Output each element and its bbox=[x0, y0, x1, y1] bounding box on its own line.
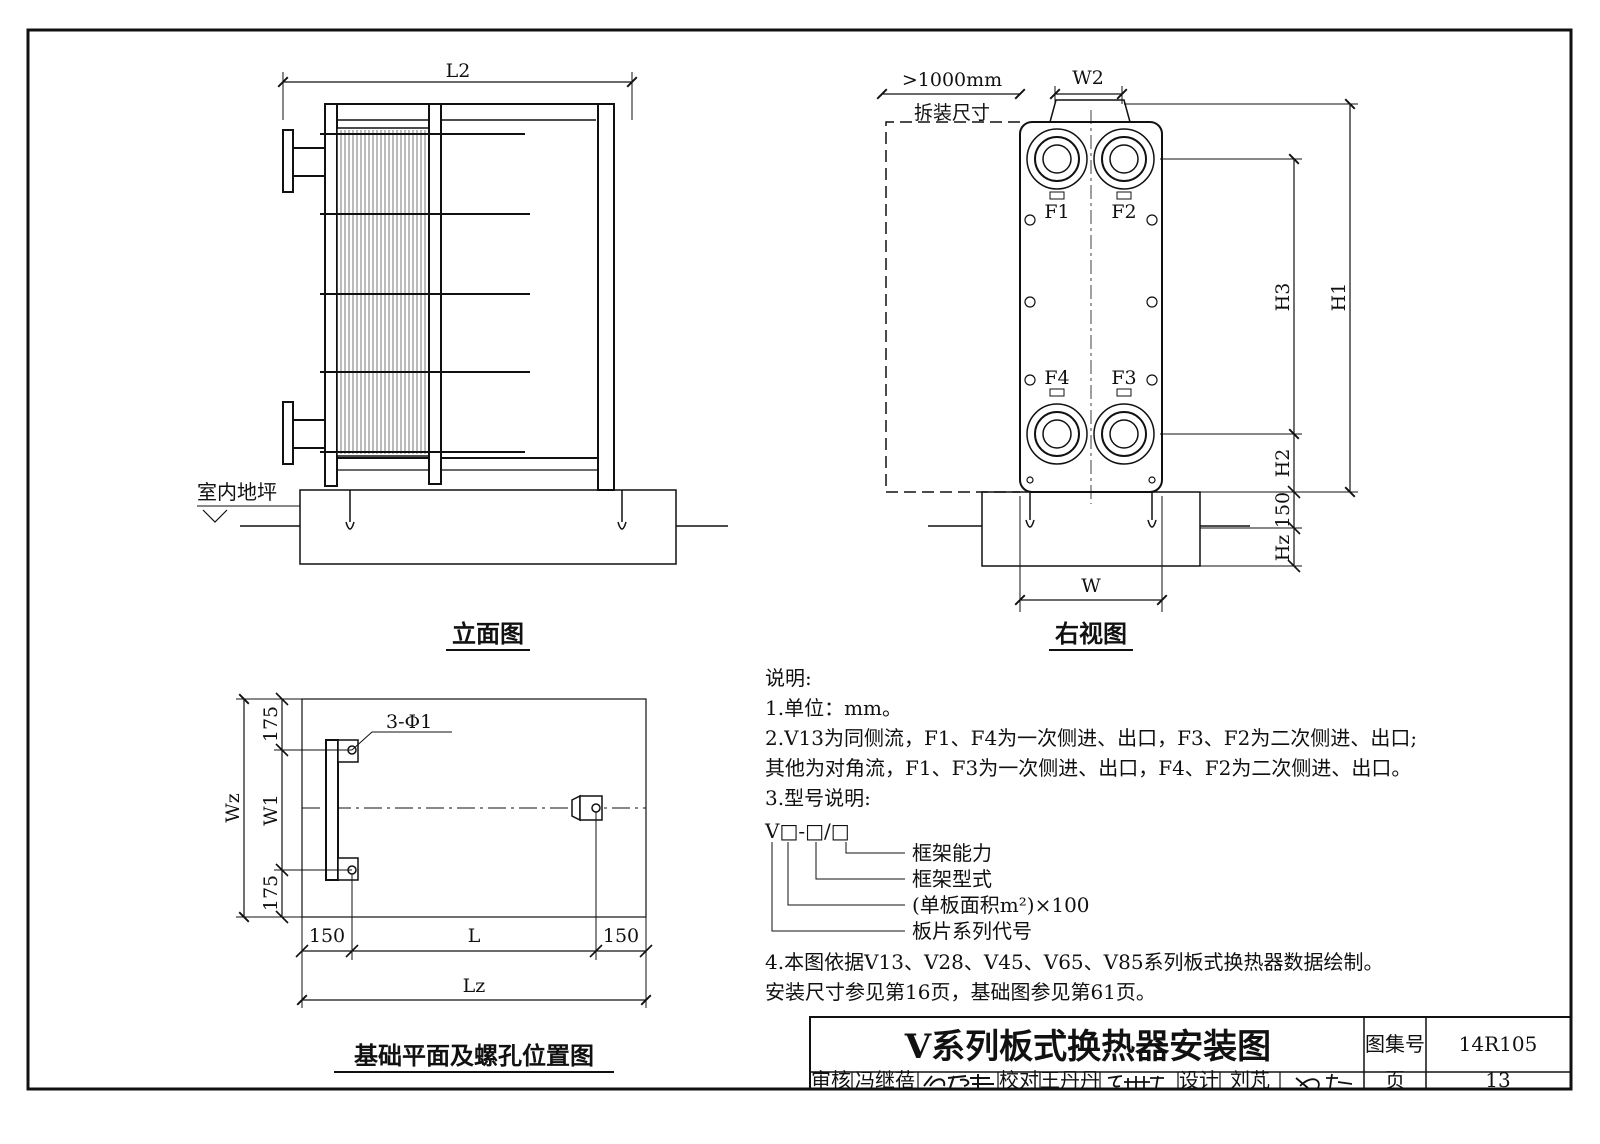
title-block: V系列板式换热器安装图 图集号 14R105 审核 冯继蓓 校对 王丹丹 设计 … bbox=[809, 1016, 1572, 1092]
port-F4 bbox=[1026, 403, 1088, 465]
port-F3 bbox=[1093, 403, 1155, 465]
dim-150-left: 150 bbox=[309, 925, 345, 947]
dim-175-bottom: 175 bbox=[260, 875, 282, 911]
legend-frame-type: 框架型式 bbox=[912, 867, 992, 891]
side-view-caption: 右视图 bbox=[1055, 619, 1127, 648]
elevation-caption: 立面图 bbox=[452, 619, 524, 648]
port-label-F4: F4 bbox=[1044, 367, 1069, 389]
check-label: 校对 bbox=[999, 1068, 1039, 1092]
dim-clearance: >1000mm bbox=[902, 69, 1002, 91]
note-line-1: 1.单位：mm。 bbox=[765, 696, 902, 720]
dim-L: L bbox=[468, 925, 481, 947]
design-label: 设计 bbox=[1179, 1068, 1219, 1092]
note-line-3: 其他为对角流，F1、F3为一次侧进、出口，F4、F2为二次侧进、出口。 bbox=[765, 756, 1411, 780]
hole-label: 3-Φ1 bbox=[386, 711, 432, 733]
atlas-number: 14R105 bbox=[1459, 1032, 1538, 1056]
elevation-view: L2 bbox=[197, 60, 728, 651]
model-code: V□-□/□ bbox=[764, 819, 850, 843]
nozzle-top bbox=[282, 129, 326, 193]
port-F2 bbox=[1093, 128, 1155, 190]
reviewer-signature bbox=[923, 1074, 994, 1089]
port-label-F3: F3 bbox=[1111, 367, 1136, 389]
legend-plate-series: 板片系列代号 bbox=[912, 919, 1032, 943]
dim-H1: H1 bbox=[1328, 283, 1350, 312]
note-line-5: 4.本图依据V13、V28、V45、V65、V85系列板式换热器数据绘制。 bbox=[765, 950, 1384, 974]
dim-W2: W2 bbox=[1072, 67, 1104, 89]
side-view: >1000mm 拆装尺寸 W2 F1 F2 F4 bbox=[876, 67, 1358, 651]
dim-H3: H3 bbox=[1272, 283, 1294, 312]
notes: 说明: 1.单位：mm。 2.V13为同侧流，F1、F4为一次侧进、出口，F3、… bbox=[764, 666, 1417, 1004]
port-F1 bbox=[1026, 128, 1088, 190]
dim-Lz: Lz bbox=[463, 975, 486, 997]
support-column bbox=[597, 103, 615, 491]
dim-L2: L2 bbox=[446, 60, 471, 82]
foot-plate bbox=[325, 739, 339, 881]
dim-disassembly: 拆装尺寸 bbox=[914, 102, 990, 124]
legend-plate-area: (单板面积m²)×100 bbox=[912, 893, 1090, 917]
dim-150-right: 150 bbox=[603, 925, 639, 947]
elevation-foundation bbox=[299, 489, 677, 565]
note-line-4: 3.型号说明: bbox=[765, 786, 871, 810]
reviewer-name: 冯继蓓 bbox=[855, 1068, 915, 1092]
checker-signature bbox=[1107, 1075, 1164, 1089]
page-number: 13 bbox=[1485, 1068, 1510, 1092]
dim-175-top: 175 bbox=[260, 706, 282, 742]
dim-W1: W1 bbox=[260, 794, 282, 826]
note-line-6: 安装尺寸参见第16页，基础图参见第61页。 bbox=[765, 980, 1156, 1004]
designer-name: 刘芃 bbox=[1230, 1068, 1270, 1092]
port-label-F2: F2 bbox=[1111, 201, 1136, 223]
nozzle-bottom bbox=[282, 401, 326, 465]
note-line-2: 2.V13为同侧流，F1、F4为一次侧进、出口，F3、F2为二次侧进、出口; bbox=[765, 726, 1417, 750]
tie-bolts bbox=[320, 133, 530, 453]
sheet-border bbox=[26, 28, 1573, 1091]
dim-Wz: Wz bbox=[222, 793, 244, 823]
designer-signature bbox=[1295, 1073, 1353, 1089]
dim-W: W bbox=[1081, 575, 1101, 597]
legend-frame-capacity: 框架能力 bbox=[912, 841, 992, 865]
foundation-plan: 3-Φ1 Wz W1 175 175 150 L 150 Lz 基础平面及螺孔位… bbox=[222, 692, 653, 1073]
dim-Hz: Hz bbox=[1272, 535, 1294, 562]
atlas-label: 图集号 bbox=[1365, 1032, 1425, 1056]
plate-pack bbox=[336, 127, 430, 457]
side-foundation bbox=[981, 491, 1201, 567]
floor-label: 室内地坪 bbox=[197, 480, 277, 504]
review-label: 审核 bbox=[811, 1068, 851, 1092]
page-label: 页 bbox=[1385, 1068, 1405, 1092]
dim-H2: H2 bbox=[1272, 449, 1294, 478]
port-label-F1: F1 bbox=[1044, 201, 1069, 223]
notes-heading: 说明: bbox=[765, 666, 812, 690]
drawing-title: V系列板式换热器安装图 bbox=[904, 1027, 1271, 1067]
dim-150: 150 bbox=[1272, 492, 1294, 528]
checker-name: 王丹丹 bbox=[1040, 1068, 1100, 1092]
foundation-caption: 基础平面及螺孔位置图 bbox=[354, 1041, 594, 1070]
